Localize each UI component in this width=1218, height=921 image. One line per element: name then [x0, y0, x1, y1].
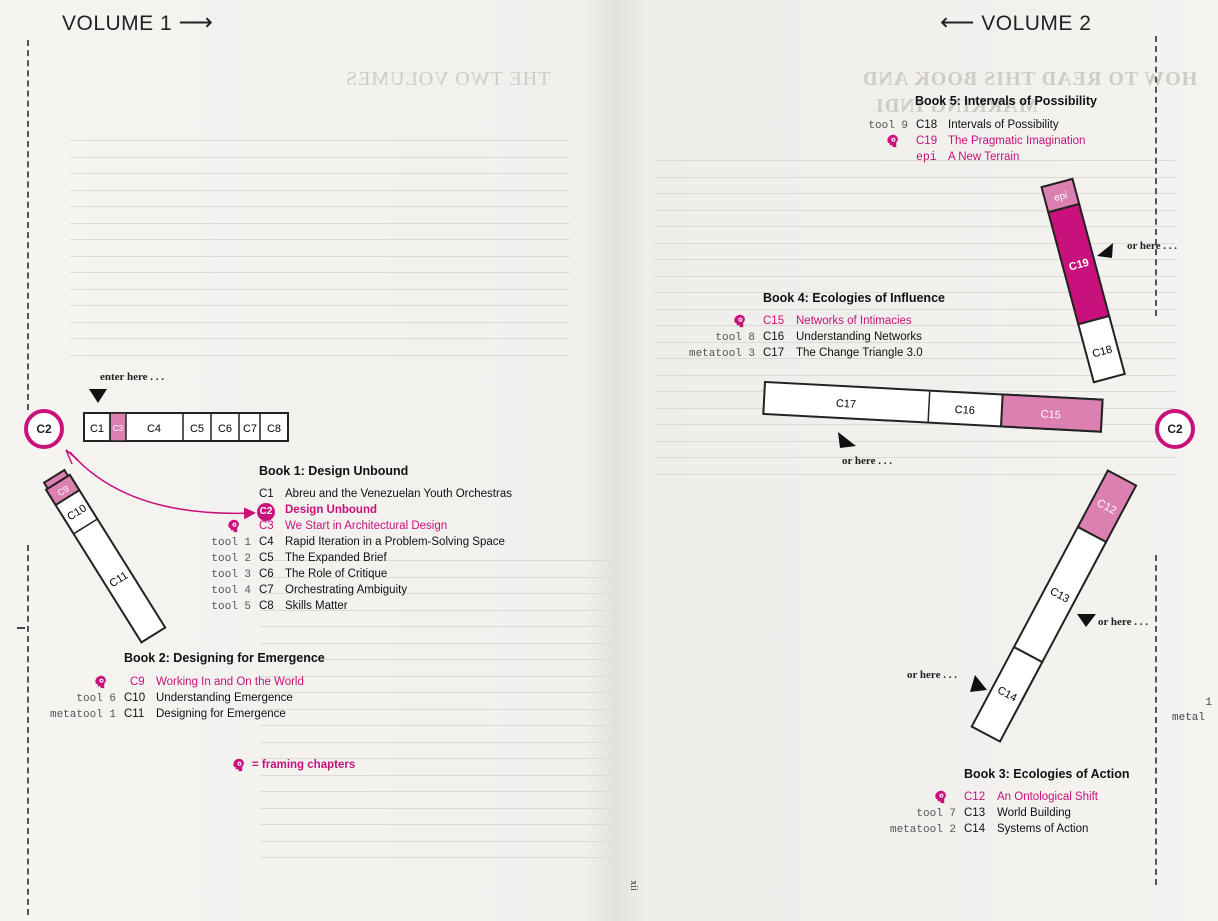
- strip-label-c15: C15: [1040, 408, 1061, 421]
- strip-label-c4: C4: [147, 423, 161, 435]
- head-gear-icon: [95, 675, 106, 689]
- ghost-text-lines-left-2: [260, 560, 610, 874]
- strip-label-c17: C17: [836, 398, 857, 411]
- right-margin-text: 1 metal: [1172, 697, 1212, 724]
- current-chapter-badge: C2: [257, 503, 275, 521]
- strip-book-2: C9 C10 C11: [42, 468, 167, 644]
- head-gear-icon: [233, 758, 244, 772]
- strip-label-c6: C6: [218, 423, 232, 435]
- strip-label-epi: epi: [1053, 190, 1069, 204]
- strip-book-4: C17 C16 C15: [762, 380, 1104, 433]
- or-here-label-book5: or here . . .: [1127, 240, 1177, 252]
- framing-chapters-legend: = framing chapters: [233, 758, 355, 775]
- c2-circle-right: C2: [1155, 409, 1195, 449]
- c2-circle-left: C2: [24, 409, 64, 449]
- strip-label-c3: C3: [113, 424, 124, 433]
- book-4-title: Book 4: Ecologies of Influence: [763, 291, 945, 305]
- head-gear-icon: [935, 790, 946, 804]
- page-number: xii: [627, 880, 639, 891]
- strip-label-c16: C16: [954, 404, 975, 417]
- or-here-arrowhead-book4: [838, 432, 856, 448]
- enter-here-label: enter here . . .: [100, 371, 165, 383]
- book-2-title: Book 2: Designing for Emergence: [124, 651, 325, 665]
- or-here-label-book4: or here . . .: [842, 455, 892, 467]
- or-here-arrowhead-book3-left: [970, 675, 987, 692]
- left-dashed-line: [27, 40, 29, 410]
- enter-here-arrowhead: [89, 389, 107, 403]
- left-arrow-icon: ⟵: [940, 9, 975, 36]
- or-here-arrowhead-book5: [1097, 243, 1113, 258]
- or-here-label-book3-right: or here . . .: [1098, 616, 1148, 628]
- strip-label-c1: C1: [90, 423, 104, 435]
- right-dashed-line: [1155, 36, 1157, 316]
- strip-label-c18: C18: [1091, 344, 1114, 361]
- c2-link-arrow: [69, 451, 256, 520]
- strip-book-3: C12 C13 C14: [970, 469, 1138, 743]
- book-3-title: Book 3: Ecologies of Action: [964, 767, 1130, 781]
- strip-book-5: epi C19 C18: [1040, 177, 1126, 384]
- volume-2-label: ⟵ VOLUME 2: [940, 9, 1092, 36]
- or-here-label-book3-left: or here . . .: [907, 669, 957, 681]
- left-dashed-line-lower: [27, 545, 29, 915]
- strip-label-c7: C7: [243, 423, 257, 435]
- left-margin-tick: [17, 627, 25, 629]
- head-gear-icon: [734, 314, 745, 328]
- right-arrow-icon: ⟶: [178, 9, 214, 36]
- book-5-title: Book 5: Intervals of Possibility: [915, 94, 1097, 108]
- book-1-title: Book 1: Design Unbound: [259, 464, 409, 478]
- ghost-text-lines-left: [70, 140, 570, 371]
- strip-label-c8: C8: [267, 423, 281, 435]
- right-dashed-line-lower: [1155, 555, 1157, 885]
- strip-book-1: C1 C3 C4 C5 C6 C7 C8: [83, 412, 289, 442]
- or-here-arrowhead-book3-right: [1077, 614, 1096, 627]
- ghost-text-lines-right: [655, 160, 1175, 490]
- head-gear-icon: [228, 519, 239, 533]
- strip-label-c19: C19: [1068, 257, 1091, 274]
- volume-1-label: VOLUME 1 ⟶: [62, 9, 214, 36]
- head-gear-icon: [887, 134, 898, 148]
- strip-label-c5: C5: [190, 423, 204, 435]
